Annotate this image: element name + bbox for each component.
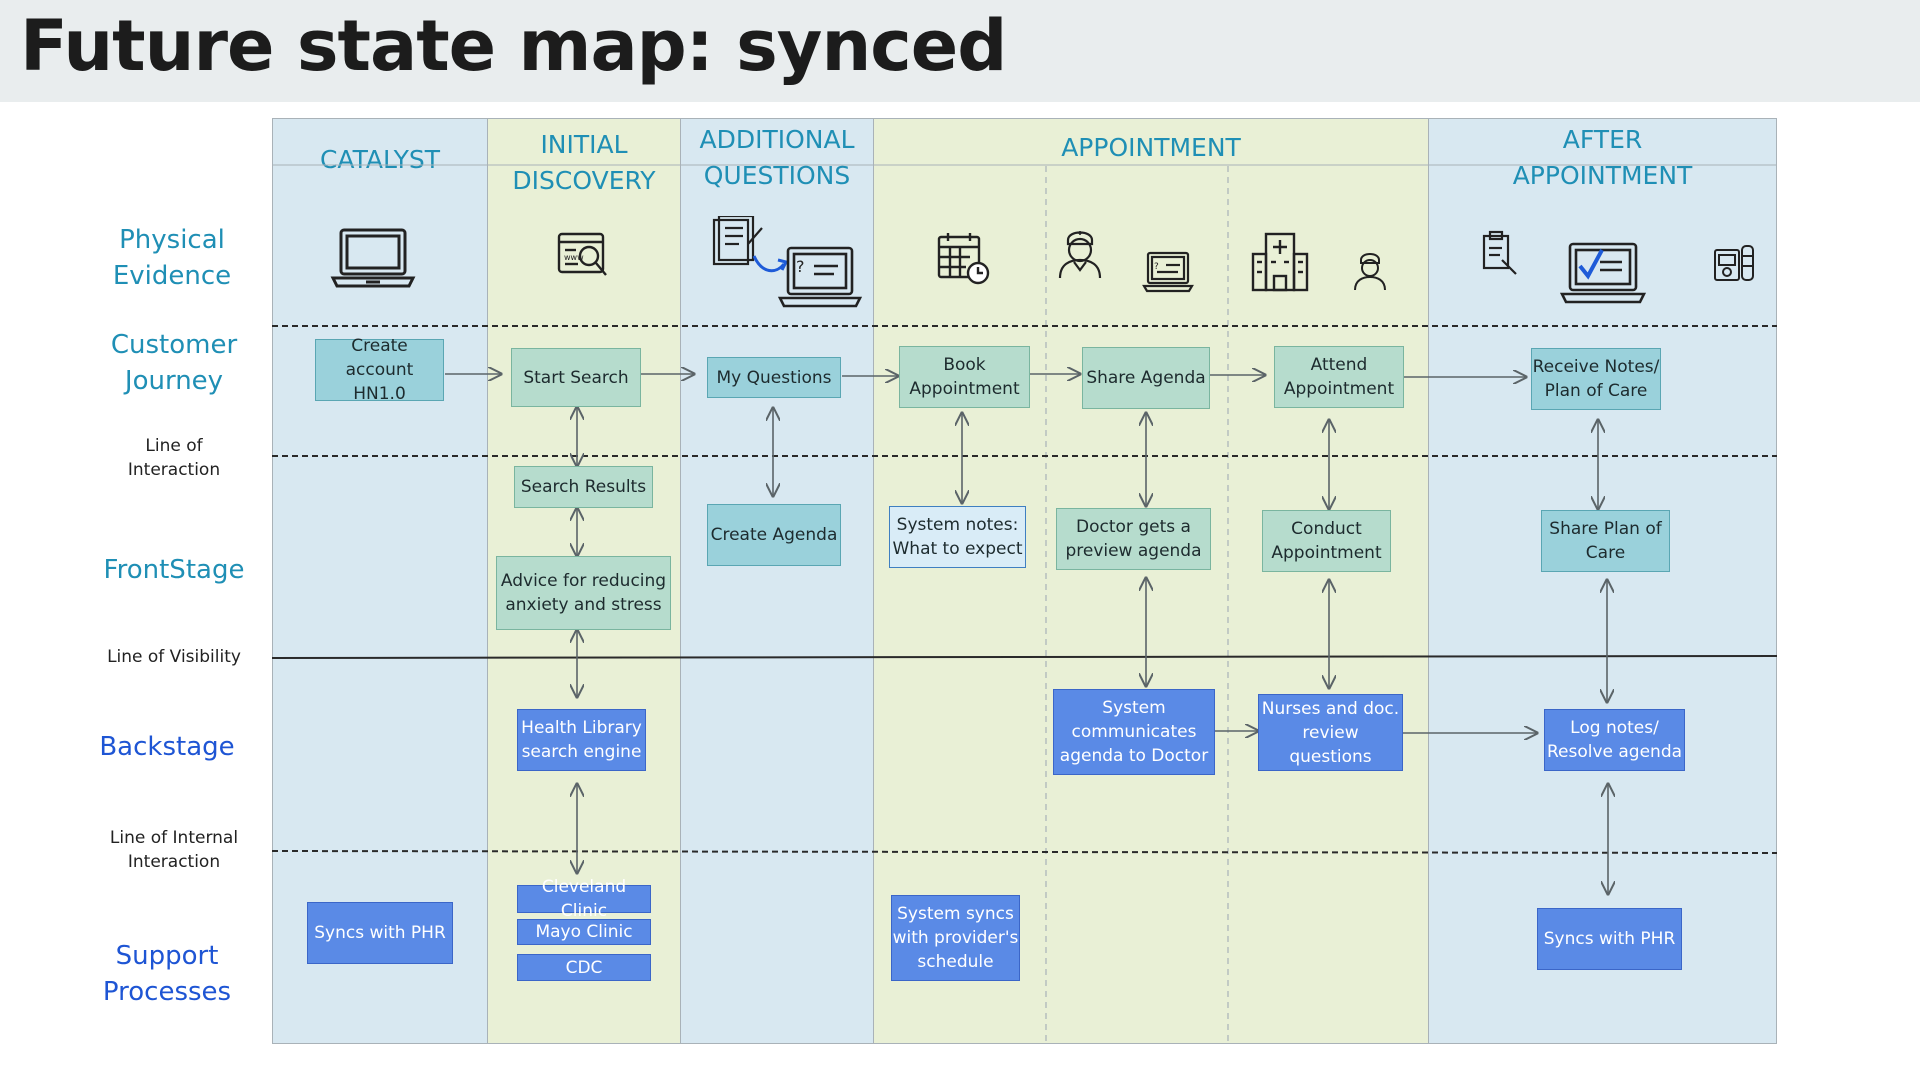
row-label-backstage: Backstage <box>99 732 235 762</box>
row-label-support-processes: Support Processes <box>102 941 232 1007</box>
syncs-phr-box-after[interactable]: Syncs with PHR <box>1537 908 1682 970</box>
syncs-phr-box-catalyst[interactable]: Syncs with PHR <box>307 902 453 964</box>
web-search-icon: www <box>557 232 607 276</box>
share-plan-box[interactable]: Share Plan of Care <box>1541 510 1670 572</box>
create-agenda-box[interactable]: Create Agenda <box>707 504 841 566</box>
clipboard-icon <box>1482 230 1517 275</box>
hospital-icon <box>1251 232 1309 292</box>
mayo-clinic-box[interactable]: Mayo Clinic <box>517 919 651 945</box>
line-label-visibility: Line of Visibility <box>107 647 241 667</box>
start-search-box[interactable]: Start Search <box>511 348 641 407</box>
advice-box[interactable]: Advice for reducing anxiety and stress <box>496 556 671 630</box>
nurse-icon <box>1058 231 1102 279</box>
phase-column-additional-questions <box>680 118 874 1044</box>
svg-text:?: ? <box>1154 262 1159 272</box>
nurse-icon <box>1354 253 1386 291</box>
row-label-customer-journey: Customer Journey <box>110 330 238 396</box>
doctor-preview-box[interactable]: Doctor gets a preview agenda <box>1056 508 1211 570</box>
system-communicates-box[interactable]: System communicates agenda to Doctor <box>1053 689 1215 775</box>
receive-notes-box[interactable]: Receive Notes/ Plan of Care <box>1531 348 1661 410</box>
row-label-physical-evidence: Physical Evidence <box>112 225 232 291</box>
share-agenda-box[interactable]: Share Agenda <box>1082 347 1210 409</box>
row-label-frontstage: FrontStage <box>103 555 245 585</box>
health-library-box[interactable]: Health Library search engine <box>517 709 646 771</box>
laptop-icon <box>330 228 416 288</box>
title-bar <box>0 0 1920 102</box>
svg-text:www: www <box>564 253 584 262</box>
phase-heading-after-appointment: AFTER APPOINTMENT <box>1512 125 1693 190</box>
svg-text:?: ? <box>796 257 805 276</box>
laptop-form-icon: ? <box>1142 251 1194 293</box>
conduct-appointment-box[interactable]: Conduct Appointment <box>1262 510 1391 572</box>
system-syncs-box[interactable]: System syncs with provider's schedule <box>891 895 1020 981</box>
my-questions-box[interactable]: My Questions <box>707 357 841 398</box>
system-notes-box[interactable]: System notes: What to expect <box>889 506 1026 568</box>
laptop-checklist-icon <box>1560 242 1646 304</box>
nurses-review-box[interactable]: Nurses and doc. review questions <box>1258 694 1403 771</box>
medical-record-icon <box>1714 245 1754 281</box>
cleveland-clinic-box[interactable]: Cleveland Clinic <box>517 877 651 921</box>
line-label-internal-interaction: Line of Internal Interaction <box>109 828 239 872</box>
calendar-icon <box>937 233 990 285</box>
search-results-box[interactable]: Search Results <box>514 466 653 508</box>
phase-heading-appointment: APPOINTMENT <box>1061 133 1241 162</box>
page-title: Future state map: synced <box>20 5 1007 87</box>
line-label-interaction: Line of Interaction <box>127 436 221 480</box>
phase-column-catalyst <box>272 118 488 1044</box>
phase-heading-initial-discovery: INITIAL DISCOVERY <box>512 130 656 195</box>
phase-heading-additional-questions: ADDITIONAL QUESTIONS <box>699 125 855 190</box>
cdc-box[interactable]: CDC <box>517 954 651 981</box>
attend-appointment-box[interactable]: Attend Appointment <box>1274 346 1404 408</box>
book-appointment-box[interactable]: Book Appointment <box>899 346 1030 408</box>
create-account-box[interactable]: Create account HN1.0 <box>315 336 444 404</box>
log-notes-box[interactable]: Log notes/ Resolve agenda <box>1544 709 1685 771</box>
phase-heading-catalyst: CATALYST <box>319 145 441 174</box>
questionnaire-laptop-icon: ? <box>712 216 863 308</box>
